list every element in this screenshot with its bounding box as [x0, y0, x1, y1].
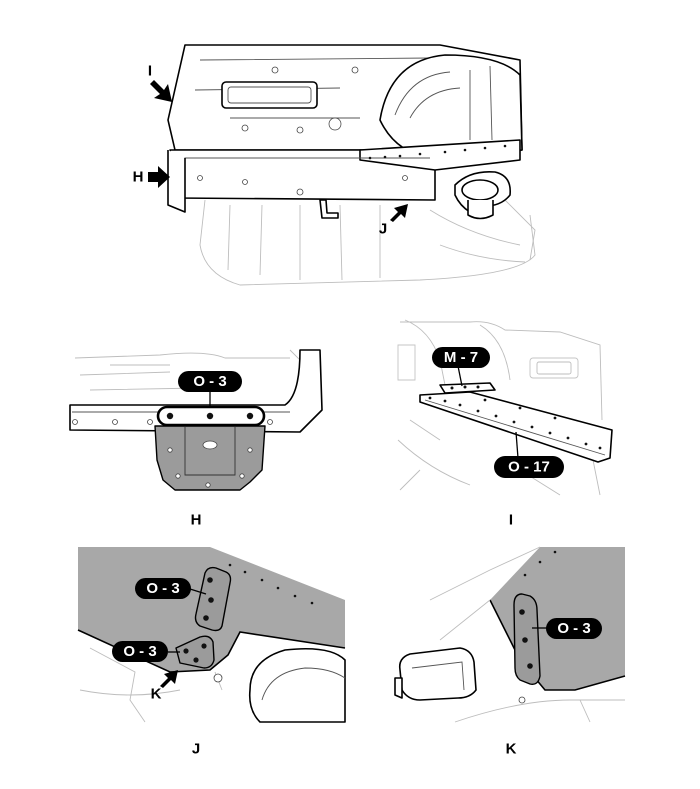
- view-h: O - 3 H: [69, 349, 323, 529]
- view-i: M - 7 O - 17 I: [397, 319, 613, 529]
- arrow-icon: [150, 80, 172, 102]
- overview-callout-i: I: [148, 63, 172, 102]
- part-tag-m-7: M - 7: [444, 349, 478, 366]
- callout-label-i: I: [148, 63, 152, 80]
- view-j: O - 3 O - 3 K J: [77, 547, 346, 758]
- view-caption-i: I: [509, 512, 513, 529]
- arrow-icon: [148, 166, 170, 188]
- callout-label-j: J: [379, 221, 387, 238]
- view-caption-j: J: [192, 741, 200, 758]
- arrow-icon: [160, 670, 178, 688]
- callout-label-h: H: [133, 169, 144, 186]
- overview-callout-h: H: [133, 166, 170, 188]
- part-tag-o-3-k: O - 3: [557, 620, 590, 637]
- part-tag-o-17: O - 17: [508, 459, 550, 476]
- part-tag-o-3: O - 3: [193, 373, 226, 390]
- view-caption-h: H: [191, 512, 202, 529]
- callout-label-k: K: [151, 686, 162, 703]
- part-tag-o-3-lower: O - 3: [123, 643, 156, 660]
- overview-callout-j: J: [379, 204, 408, 238]
- overview-illustration: [167, 44, 536, 286]
- arrow-icon: [390, 204, 408, 222]
- view-k: O - 3 K: [394, 546, 626, 758]
- part-tag-o-3-upper: O - 3: [146, 580, 179, 597]
- view-caption-k: K: [506, 741, 517, 758]
- bracket-panel: [154, 425, 266, 491]
